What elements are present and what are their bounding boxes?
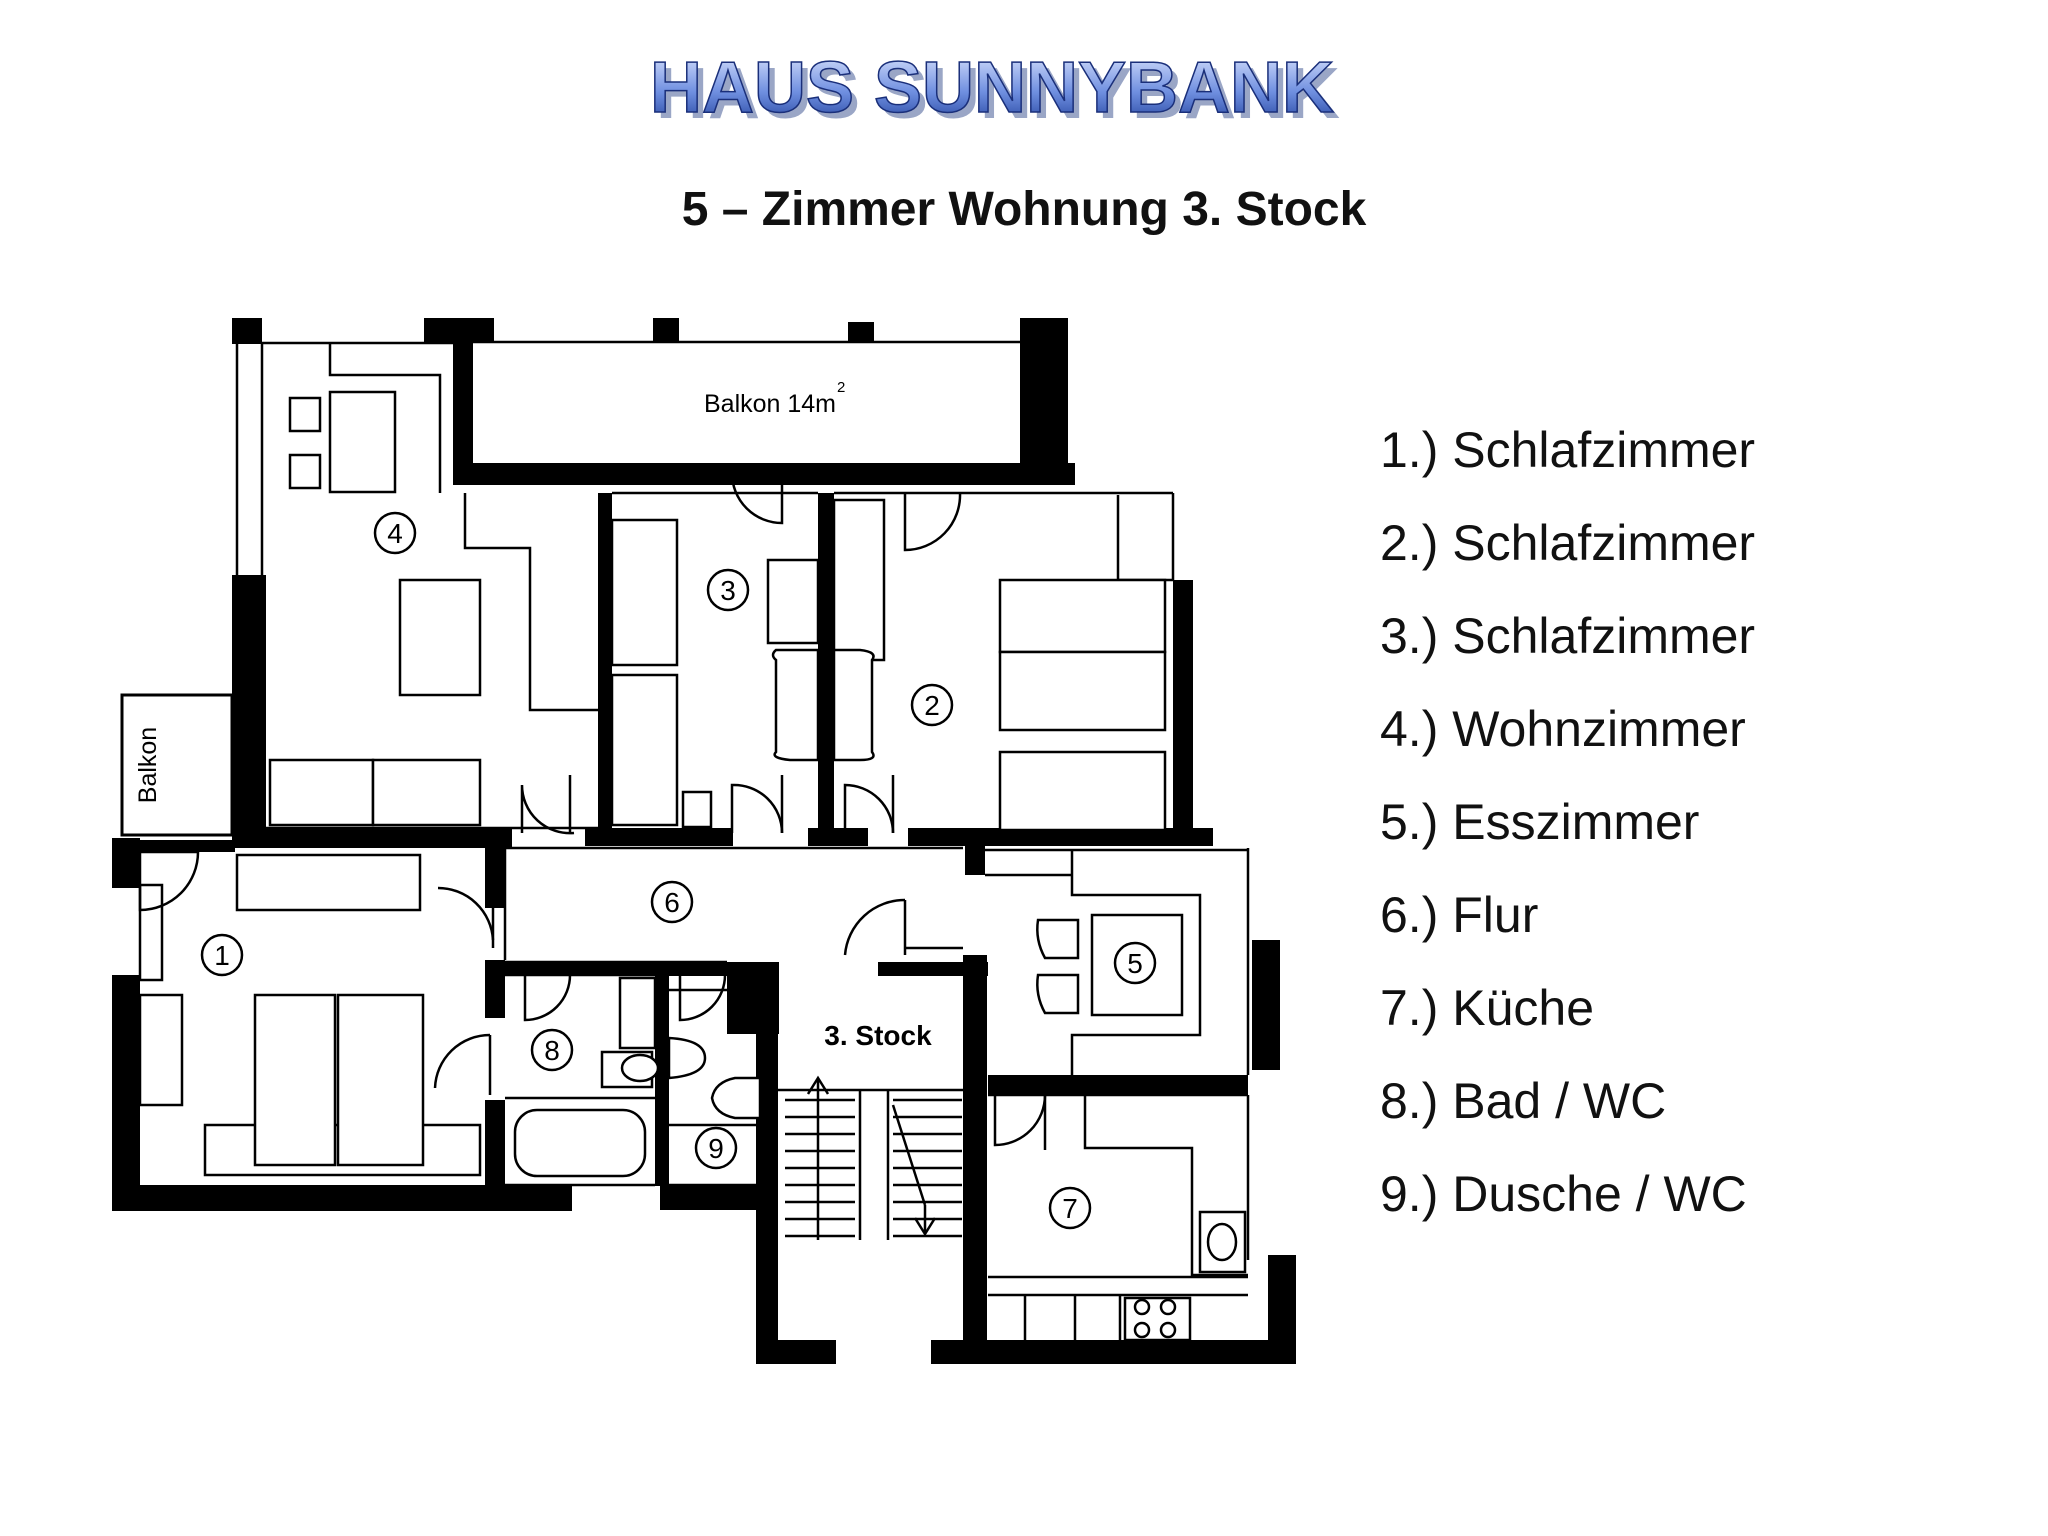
balcony-side-label: Balkon: [134, 727, 162, 803]
room-marker-2: 2: [910, 683, 954, 727]
legend-item: 1.) Schlafzimmer: [1380, 422, 1756, 478]
room-number: 9: [708, 1133, 724, 1164]
room-number: 4: [387, 518, 403, 549]
room-marker-1: 1: [200, 933, 244, 977]
side-balcony: Balkon: [120, 693, 234, 837]
room-marker-6: 6: [650, 880, 694, 924]
balcony-top-label: Balkon 14m: [704, 390, 836, 418]
brand-logo-shadow: HAUS SUNNYBANK: [656, 54, 1340, 134]
room-marker-9: 9: [694, 1126, 738, 1170]
room-marker-4: 4: [373, 511, 417, 555]
balcony-top-superscript: 2: [837, 379, 845, 396]
brand-logo: HAUS SUNNYBANK HAUS SUNNYBANK: [0, 47, 1984, 143]
room-marker-3: 3: [706, 568, 750, 612]
doors: [138, 471, 1047, 1150]
room-legend: 1.) Schlafzimmer 2.) Schlafzimmer 3.) Sc…: [1380, 420, 1755, 1257]
stair-label: 3. Stock: [824, 1020, 932, 1051]
legend-item: 4.) Wohnzimmer: [1380, 701, 1746, 757]
room-number: 7: [1062, 1193, 1078, 1224]
room-number: 8: [544, 1035, 560, 1066]
room-marker-8: 8: [530, 1028, 574, 1072]
room-marker-5: 5: [1113, 941, 1157, 985]
room-number: 3: [720, 575, 736, 606]
legend-item: 8.) Bad / WC: [1380, 1073, 1667, 1129]
plan-title: 5 – Zimmer Wohnung 3. Stock: [681, 183, 1367, 236]
brand-logo-text: HAUS SUNNYBANK: [650, 48, 1334, 128]
room-number: 5: [1127, 948, 1143, 979]
room-markers: 1 2 3 4 5 6 7 8: [200, 511, 1157, 1230]
legend-item: 3.) Schlafzimmer: [1380, 608, 1756, 664]
stair-treads: [785, 1098, 962, 1238]
legend-item: 7.) Küche: [1380, 980, 1595, 1036]
room-number: 6: [664, 887, 680, 918]
room-number: 2: [924, 690, 940, 721]
legend-item: 6.) Flur: [1380, 887, 1539, 943]
legend-item: 9.) Dusche / WC: [1380, 1166, 1747, 1222]
legend-item: 2.) Schlafzimmer: [1380, 515, 1756, 571]
room-marker-7: 7: [1048, 1186, 1092, 1230]
legend-item: 5.) Esszimmer: [1380, 794, 1700, 850]
brand-logo-wordmark: HAUS SUNNYBANK HAUS SUNNYBANK: [649, 47, 1340, 134]
top-balcony: Balkon 14m 2: [424, 318, 1075, 485]
room-number: 1: [214, 940, 230, 971]
stair-down-arrow: [891, 1104, 927, 1206]
walls: [112, 318, 1296, 1364]
